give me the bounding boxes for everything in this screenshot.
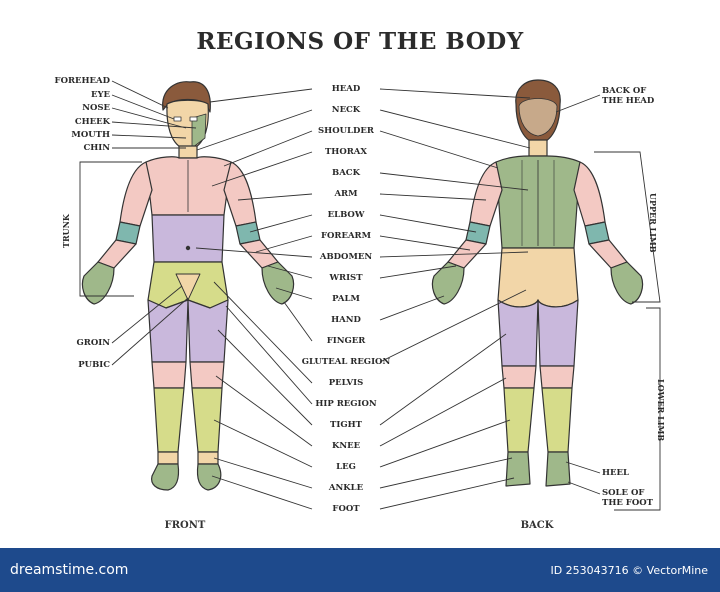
label-back: BACK: [332, 168, 360, 178]
back-foot-left: [505, 451, 531, 487]
back-hand-right: [610, 261, 644, 305]
front-ankle-left: [157, 451, 179, 465]
caption-back: BACK: [520, 520, 554, 531]
front-foot-left: [151, 463, 180, 491]
front-face-cheek: [191, 113, 207, 149]
label-neck: NECK: [331, 105, 361, 115]
front-arm-right: [223, 161, 257, 227]
diagram-title: REGIONS OF THE BODY: [196, 28, 524, 55]
front-groin: [175, 273, 201, 301]
label-finger: FINGER: [326, 336, 366, 346]
label-pubic: PUBIC: [78, 360, 110, 370]
label-leg: LEG: [336, 462, 356, 472]
leader-lines: [79, 80, 661, 511]
back-of-head: [518, 98, 558, 137]
label-shoulder: SHOULDER: [318, 126, 374, 136]
front-hair: [162, 81, 211, 113]
label-mouth: MOUTH: [71, 130, 110, 140]
back-figure: [431, 79, 644, 487]
label-wrist: WRIST: [329, 273, 363, 283]
front-arm-left: [119, 161, 153, 227]
label-hand: HAND: [331, 315, 361, 325]
label-arm: ARM: [334, 189, 358, 199]
back-knee-right: [539, 365, 575, 389]
front-hand-left: [81, 261, 115, 305]
label-foot: FOOT: [332, 504, 360, 514]
diagram-canvas: REGIONS OF THE BODY: [54, 28, 666, 531]
label-elbow: ELBOW: [327, 210, 365, 220]
stock-credit-text: ID 253043716 © VectorMine: [550, 564, 708, 577]
label-nose: NOSE: [82, 103, 110, 113]
label-pelvis: PELVIS: [328, 378, 364, 388]
label-cheek: CHEEK: [74, 117, 110, 127]
caption-front: FRONT: [164, 520, 206, 531]
label-tight: TIGHT: [330, 420, 362, 430]
label-ankle: ANKLE: [328, 483, 364, 493]
back-neck: [528, 139, 548, 157]
front-hand-right: [261, 261, 295, 305]
front-knee-right: [189, 361, 225, 389]
stock-brand-text[interactable]: dreamstime.com: [10, 562, 129, 578]
label-palm: PALM: [332, 294, 360, 304]
label-knee: KNEE: [331, 441, 361, 451]
label-hip-region: HIP REGION: [315, 399, 377, 409]
stock-footer-bar: dreamstime.com ID 253043716 © VectorMine: [0, 548, 720, 592]
back-thigh-right: [537, 299, 579, 367]
front-eye-right: [189, 116, 198, 122]
body-illustration: [79, 79, 661, 511]
front-leg-left: [153, 387, 185, 453]
label-thorax: THORAX: [324, 147, 367, 157]
label-forearm: FOREARM: [320, 231, 372, 241]
back-knee-left: [501, 365, 537, 389]
label-sole-of-the-foot: SOLE OF THE FOOT: [602, 488, 653, 508]
front-knee-left: [151, 361, 187, 389]
label-back-of-head: BACK OF THE HEAD: [602, 86, 655, 106]
label-chin: CHIN: [83, 143, 110, 153]
front-leg-right: [191, 387, 223, 453]
back-foot-right: [545, 451, 571, 487]
label-upper-limb: UPPER LIMB: [648, 193, 658, 253]
label-head: HEAD: [331, 84, 361, 94]
label-forehead: FOREHEAD: [54, 76, 110, 86]
front-foot-right: [196, 463, 222, 491]
front-eye-left: [173, 116, 182, 122]
label-abdomen: ABDOMEN: [319, 252, 373, 262]
label-eye: EYE: [90, 90, 110, 100]
back-leg-left: [503, 387, 535, 453]
label-lower-limb: LOWER LIMB: [656, 379, 666, 442]
back-arm-right: [573, 161, 606, 227]
label-trunk: TRUNK: [61, 214, 71, 248]
label-heel: HEEL: [602, 468, 629, 478]
label-groin: GROIN: [76, 338, 110, 348]
back-arm-left: [469, 161, 503, 227]
front-figure: [81, 81, 295, 491]
front-abdomen: [151, 214, 225, 263]
front-thigh-right: [187, 299, 229, 363]
back-leg-right: [541, 387, 573, 453]
front-thorax: [145, 156, 232, 216]
front-thigh-left: [147, 299, 189, 363]
back-thigh-left: [497, 299, 539, 367]
back-hand-left: [431, 261, 465, 305]
label-gluteal-region: GLUTEAL REGION: [301, 357, 391, 367]
